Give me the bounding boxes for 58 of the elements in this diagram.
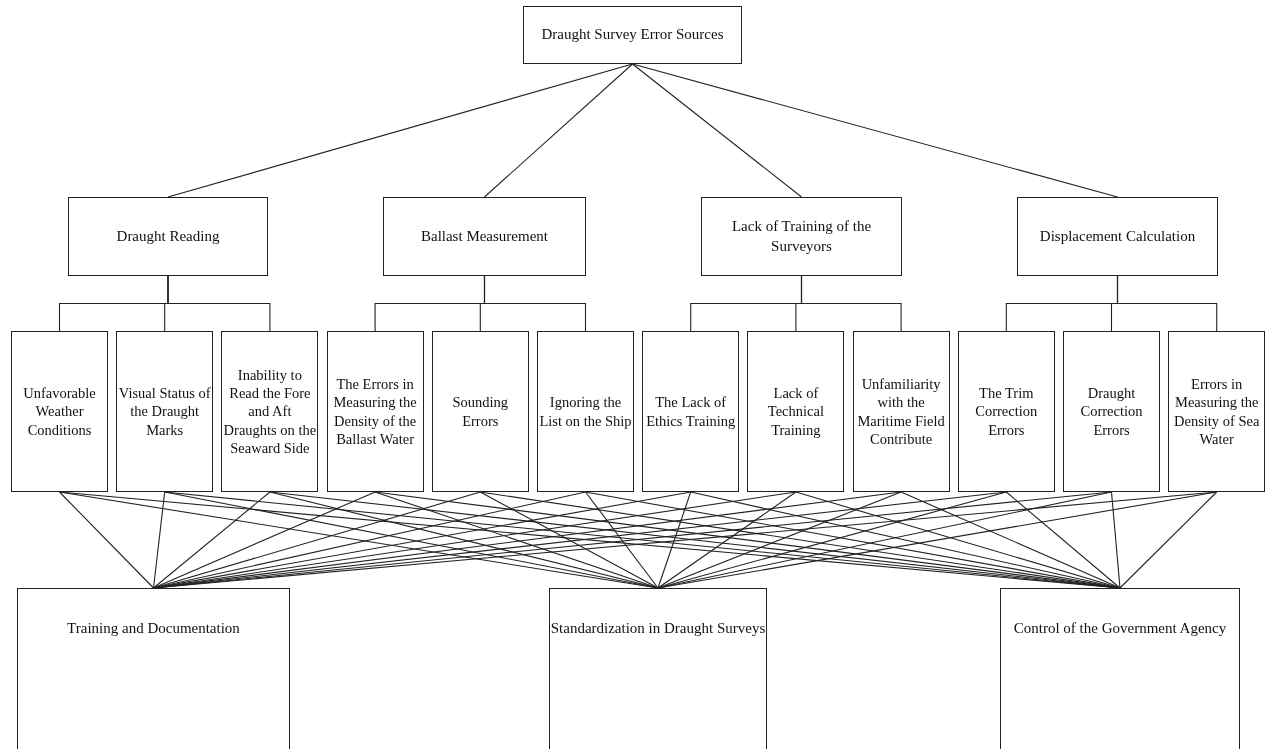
connector-line xyxy=(1005,491,1121,589)
connector-line xyxy=(152,491,271,589)
connector-line xyxy=(657,491,797,589)
connector-line xyxy=(1116,275,1218,332)
box-label: The Lack of Ethics Training xyxy=(645,393,737,430)
box-label: Standardization in Draught Surveys xyxy=(550,619,766,638)
connector-line xyxy=(1119,491,1218,589)
box-label: Training and Documentation xyxy=(67,619,240,638)
text-box xyxy=(1000,588,1240,749)
text-box xyxy=(221,331,319,492)
text-box xyxy=(383,197,586,276)
box-label: Lack of Technical Training xyxy=(766,384,825,439)
text-box xyxy=(68,197,268,276)
text-box xyxy=(701,197,902,276)
connector-line xyxy=(167,275,271,332)
box-label: Ballast Measurement xyxy=(420,226,548,246)
text-box xyxy=(642,331,740,492)
connector-line xyxy=(479,491,659,589)
box-label: Draught Correction Errors xyxy=(1079,384,1144,439)
box-label: Errors in Measuring the Density of Sea Water xyxy=(1173,375,1261,448)
text-box xyxy=(431,331,529,492)
box-label: Control of the Government Agency xyxy=(1013,619,1227,638)
text-box xyxy=(11,331,108,492)
text-box xyxy=(523,6,742,64)
text-box xyxy=(1168,331,1266,492)
box-label: The Trim Correction Errors xyxy=(974,384,1039,439)
box-label: Unfamiliarity with the Maritime Field Contribute xyxy=(856,375,946,448)
connector-line xyxy=(483,275,587,332)
connector-line xyxy=(657,491,692,589)
text-box xyxy=(326,331,424,492)
box-label: Unfavorable Weather Conditions xyxy=(22,384,97,439)
box-label: Sounding Errors xyxy=(451,393,510,430)
box-label: The Errors in Measuring the Density of the Ballast Water xyxy=(332,375,418,448)
box-label: Inability to Read the Fore and Aft Draughts on the Seaward Side xyxy=(222,366,318,457)
text-box xyxy=(116,331,214,492)
text-box xyxy=(549,588,767,749)
box-label: Lack of Training of the Surveyors xyxy=(730,217,873,256)
text-box xyxy=(747,331,845,492)
text-box xyxy=(1017,197,1218,276)
connector-line xyxy=(152,491,166,589)
text-box xyxy=(852,331,950,492)
connector-line xyxy=(483,63,634,198)
text-box xyxy=(17,588,290,749)
connector-line xyxy=(1110,491,1121,589)
connector-line xyxy=(58,491,155,589)
box-label: Visual Status of the Draught Marks xyxy=(117,384,212,439)
box-label: Ignoring the List on the Ship xyxy=(538,393,633,430)
connector-line xyxy=(657,491,902,589)
connector-line xyxy=(584,491,659,589)
connector-line xyxy=(900,491,1121,589)
connector-line xyxy=(800,275,902,332)
box-label: Displacement Calculation xyxy=(1039,226,1196,246)
text-box xyxy=(537,331,634,492)
text-box xyxy=(1063,331,1160,492)
box-label: Draught Survey Error Sources xyxy=(541,25,724,45)
box-label: Draught Reading xyxy=(116,226,220,246)
connector-line xyxy=(631,63,803,198)
text-box xyxy=(957,331,1055,492)
